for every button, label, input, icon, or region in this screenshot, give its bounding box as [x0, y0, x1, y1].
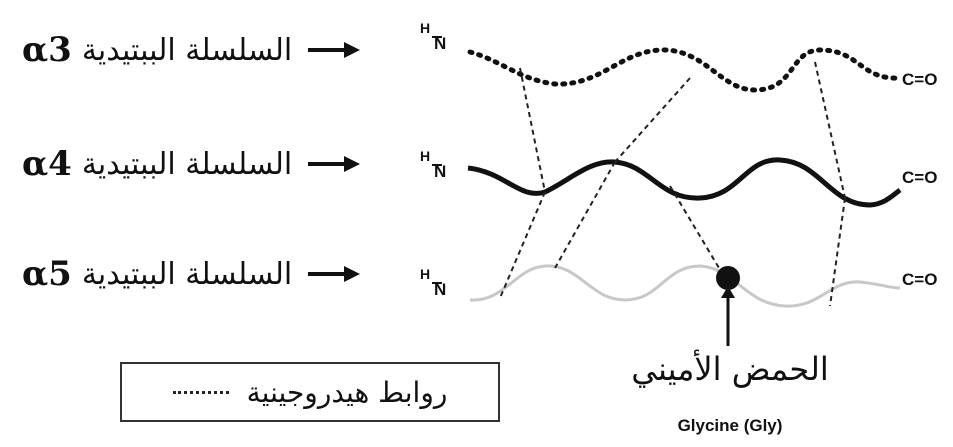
chain-greek-a4: α4 — [22, 144, 72, 184]
arrow-icon — [308, 42, 361, 58]
glycine-arabic-label: الحمض الأميني — [631, 350, 829, 388]
chain-arabic-a3: السلسلة الببتيدية — [81, 32, 293, 68]
c-terminal-a3: C=O — [902, 70, 938, 89]
chain-a3-line — [467, 47, 903, 93]
legend-box: روابط هيدروجينية — [120, 362, 500, 422]
arrow-icon — [308, 266, 361, 282]
hydrogen-bond — [554, 161, 616, 269]
hydrogen-bond — [519, 67, 546, 193]
hydrogen-bond — [829, 197, 846, 307]
c-terminal-a5: C=O — [902, 270, 938, 289]
c-terminal-a4: C=O — [902, 168, 938, 187]
legend-dotted-line — [172, 390, 229, 394]
glycine-latin-label: Glycine (Gly) — [677, 416, 783, 435]
chain-greek-a3: α3 — [22, 30, 72, 70]
arrow-icon — [308, 156, 361, 172]
chain-arabic-a5: السلسلة الببتيدية — [81, 256, 293, 292]
hydrogen-bonds — [499, 61, 846, 307]
chain-label-a5: α5 السلسلة الببتيدية — [22, 254, 362, 294]
legend-label: روابط هيدروجينية — [246, 375, 448, 409]
chain-a4-line — [467, 157, 902, 208]
chain-a5-line — [469, 264, 901, 308]
chain-arabic-a4: السلسلة الببتيدية — [81, 146, 293, 182]
hydrogen-bond — [499, 191, 546, 299]
glycine-dot — [716, 266, 740, 290]
chain-label-a3: α3 السلسلة الببتيدية — [22, 30, 362, 70]
hydrogen-bond — [614, 77, 691, 163]
chain-greek-a5: α5 — [22, 254, 72, 294]
chain-label-a4: α4 السلسلة الببتيدية — [22, 144, 362, 184]
glycine-pointer-head — [721, 286, 735, 298]
